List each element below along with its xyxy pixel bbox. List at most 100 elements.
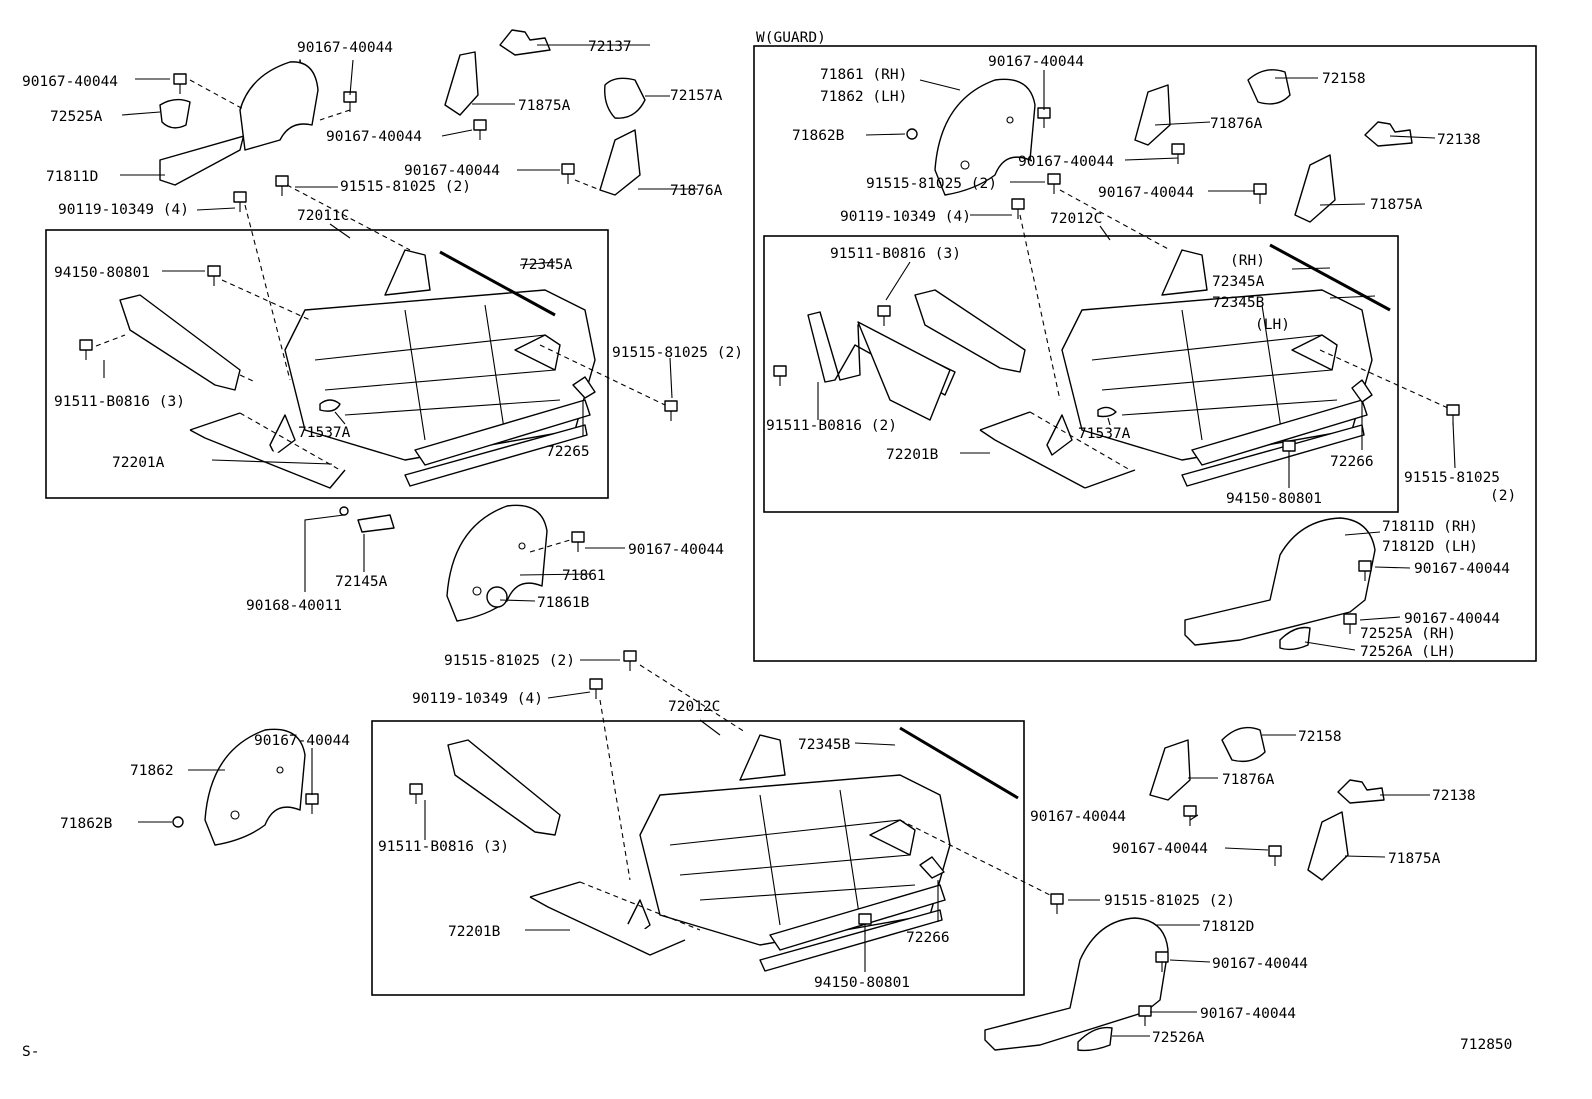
label-b21: 72201B xyxy=(886,447,939,463)
clip-72137 xyxy=(499,29,551,56)
label-b29: 90167-40044 xyxy=(1404,611,1500,627)
frame-box-bottom xyxy=(371,720,1025,996)
cap-72157A xyxy=(604,77,646,119)
label-b08: 90167-40044 xyxy=(1018,154,1114,170)
label-b27: 71812D (LH) xyxy=(1382,539,1478,555)
label-a13: 72011C xyxy=(297,208,349,224)
side-bracket-guard xyxy=(914,289,1026,373)
adjuster-cover-71811D-guard xyxy=(1184,517,1376,646)
label-a18: 71537A xyxy=(298,425,351,441)
label-c18: 71875A xyxy=(1388,851,1441,867)
wire-72201B-guard xyxy=(979,411,1136,489)
side-bracket-bottom xyxy=(447,739,561,836)
label-b24: (2) xyxy=(1490,488,1516,504)
label-a06: 71875A xyxy=(518,98,571,114)
label-b09: 91515-81025 (2) xyxy=(866,176,997,192)
label-b20: 71537A xyxy=(1078,426,1131,442)
label-c12: 91515-81025 (2) xyxy=(1104,893,1235,909)
label-a22: 71861 xyxy=(562,568,606,584)
label-b02: 71862 (LH) xyxy=(820,89,907,105)
label-c07: 71862B xyxy=(60,816,113,832)
label-b16: 72345A xyxy=(1212,274,1265,290)
label-c16: 90167-40044 xyxy=(1030,809,1126,825)
label-c17: 90167-40044 xyxy=(1112,841,1208,857)
rod-72345A xyxy=(439,250,556,317)
label-c13: 72158 xyxy=(1298,729,1342,745)
label-c10: 72266 xyxy=(906,930,950,946)
bracket-72145A xyxy=(357,514,395,533)
label-a11: 91515-81025 (2) xyxy=(340,179,471,195)
label-a21: 90167-40044 xyxy=(628,542,724,558)
label-c19: 71812D xyxy=(1202,919,1254,935)
label-a08: 90167-40044 xyxy=(326,129,422,145)
label-a04: 71811D xyxy=(46,169,98,185)
label-a10: 71876A xyxy=(670,183,723,199)
bracket-71875A-guard xyxy=(1294,154,1336,223)
side-bracket-91511 xyxy=(119,294,241,391)
label-b23: 91515-81025 xyxy=(1404,470,1500,486)
label-b01: 71861 (RH) xyxy=(820,67,907,83)
cap-72158-guard xyxy=(1247,69,1291,105)
label-b30: 72525A (RH) xyxy=(1360,626,1456,642)
label-a12: 90119-10349 (4) xyxy=(58,202,189,218)
label-c03: 72012C xyxy=(668,699,720,715)
bracket-71876A-bottom xyxy=(1149,739,1191,801)
footer-right: 712850 xyxy=(1460,1037,1512,1053)
label-a24: 90168-40011 xyxy=(246,598,342,614)
rod-72345A-B xyxy=(1269,243,1391,312)
label-b06: 71876A xyxy=(1210,116,1263,132)
cap-72158-bottom xyxy=(1221,726,1266,763)
bracket-71876A xyxy=(599,129,641,196)
label-c14: 71876A xyxy=(1222,772,1275,788)
label-b31: 72526A (LH) xyxy=(1360,644,1456,660)
label-a23: 72145A xyxy=(335,574,388,590)
label-b14: 91511-B0816 (3) xyxy=(830,246,961,262)
label-b12: 90119-10349 (4) xyxy=(840,209,971,225)
clip-72138-bottom xyxy=(1337,779,1385,804)
knob-72526A xyxy=(1077,1026,1113,1052)
label-a19: 72265 xyxy=(546,444,590,460)
wire-72201B xyxy=(529,881,686,956)
label-c09: 72201B xyxy=(448,924,501,940)
label-a07: 72157A xyxy=(670,88,723,104)
adjuster-cover-71812D xyxy=(984,917,1169,1051)
label-b19: 91511-B0816 (2) xyxy=(766,418,897,434)
label-b15: (RH) xyxy=(1230,253,1265,269)
label-b18: (LH) xyxy=(1255,317,1290,333)
clip-72138-guard xyxy=(1364,121,1413,147)
label-a03: 72525A xyxy=(50,109,103,125)
guard-heading: W(GUARD) xyxy=(756,30,826,46)
footer-left: S- xyxy=(22,1044,39,1060)
label-c21: 90167-40044 xyxy=(1200,1006,1296,1022)
label-c22: 72526A xyxy=(1152,1030,1205,1046)
knob-72525A-guard xyxy=(1279,626,1311,651)
frame-box-left xyxy=(45,229,609,499)
knob-72525A xyxy=(159,98,191,129)
label-b17: 72345B xyxy=(1212,295,1265,311)
label-b22: 72266 xyxy=(1330,454,1374,470)
label-b26: 71811D (RH) xyxy=(1382,519,1478,535)
label-c15: 72138 xyxy=(1432,788,1476,804)
label-c01: 91515-81025 (2) xyxy=(444,653,575,669)
label-c20: 90167-40044 xyxy=(1212,956,1308,972)
label-a14: 72345A xyxy=(520,257,573,273)
label-c02: 90119-10349 (4) xyxy=(412,691,543,707)
label-b07: 72138 xyxy=(1437,132,1481,148)
label-a16: 91515-81025 (2) xyxy=(612,345,743,361)
bracket-71876A-guard xyxy=(1134,84,1171,146)
label-c05: 90167-40044 xyxy=(254,733,350,749)
label-b05: 71862B xyxy=(792,128,845,144)
label-a01: 90167-40044 xyxy=(22,74,118,90)
label-b10: 90167-40044 xyxy=(1098,185,1194,201)
label-a17: 91511-B0816 (3) xyxy=(54,394,185,410)
label-a09: 90167-40044 xyxy=(404,163,500,179)
label-c04: 72345B xyxy=(798,737,851,753)
label-a02: 90167-40044 xyxy=(297,40,393,56)
label-c11: 94150-80801 xyxy=(814,975,910,991)
label-a25: 71861B xyxy=(537,595,590,611)
plug-71537A xyxy=(319,399,341,412)
guard-inner-box xyxy=(763,235,1399,513)
label-b13: 72012C xyxy=(1050,211,1102,227)
label-b11: 71875A xyxy=(1370,197,1423,213)
